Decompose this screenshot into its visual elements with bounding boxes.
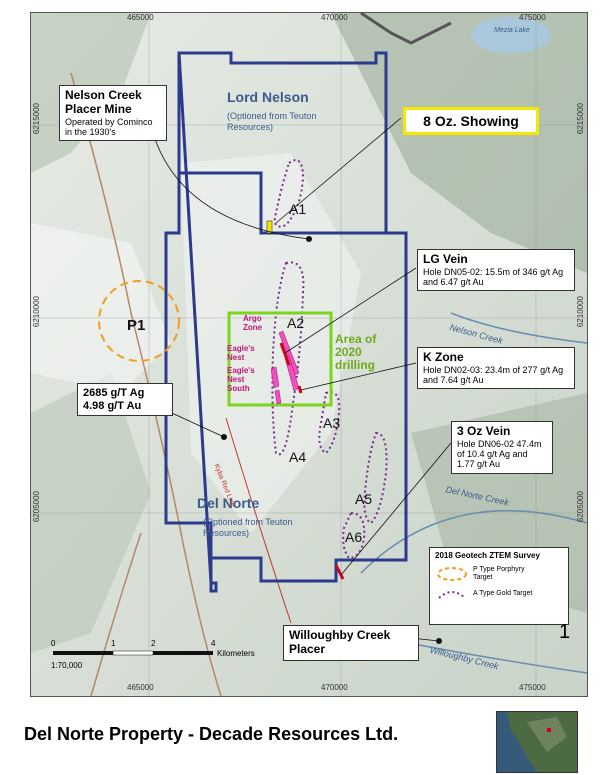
a6-outline <box>342 511 366 560</box>
target-a2: A2 <box>287 315 305 331</box>
eagles-nest-south-label: Eagle's Nest South <box>227 366 255 393</box>
scale-tick: 4 <box>211 639 216 648</box>
eagles-nest-label: Eagle's Nest <box>227 344 255 362</box>
x-tick: 475000 <box>519 13 546 22</box>
inset-map <box>497 712 577 772</box>
target-a1: A1 <box>289 201 307 217</box>
scale-ratio: 1:70,000 <box>51 661 83 670</box>
grab-ag: 2685 g/T Ag <box>83 387 145 399</box>
lake-label: Mezia Lake <box>494 27 530 34</box>
k-zone-callout: K Zone Hole DN02-03: 23.4m of 277 g/t Ag… <box>417 347 575 390</box>
gold-target-legend-icon <box>438 591 466 600</box>
scale-tick: 2 <box>151 639 156 648</box>
three-oz-callout: 3 Oz Vein Hole DN06-02 47.4m of 10.4 g/t… <box>451 421 553 474</box>
glacier <box>31 223 171 393</box>
callout-title: 3 Oz Vein <box>457 424 511 438</box>
x-tick: 465000 <box>127 683 154 692</box>
del-norte-creek-line <box>360 509 587 574</box>
target-a6: A6 <box>345 529 363 545</box>
del-norte-note: (Optioned from Teuton Resources) <box>203 517 293 538</box>
scale-tick: 1 <box>111 639 116 648</box>
a-targets <box>271 159 388 560</box>
location-marker <box>547 728 551 732</box>
p1-target <box>98 280 180 362</box>
callout-title: LG Vein <box>423 252 468 266</box>
scale-bar <box>53 650 213 656</box>
callout-title: K Zone <box>423 350 464 364</box>
terrain-ridge <box>331 13 587 273</box>
legend-row: A Type Gold Target <box>435 586 563 602</box>
lake <box>471 17 551 53</box>
nelson-creek-point <box>306 236 312 242</box>
callout-text: Hole DN02-03: 23.4m of 277 g/t Ag and 7.… <box>423 364 564 386</box>
target-a5: A5 <box>355 491 373 507</box>
callout-title: Nelson Creek Placer Mine <box>65 88 142 116</box>
lg-vein-callout: LG Vein Hole DN05-02: 15.5m of 346 g/t A… <box>417 249 575 292</box>
callout-text: Hole DN05-02: 15.5m of 346 g/t Ag and 6.… <box>423 266 564 288</box>
lord-nelson-note: (Optioned from Teuton Resources) <box>227 111 317 132</box>
k-zone-mark <box>297 385 303 394</box>
map-number: 1 <box>559 621 571 643</box>
porphyry-legend-icon <box>437 567 467 582</box>
legend: 2018 Geotech ZTEM Survey P Type Porphyry… <box>429 547 569 625</box>
lord-nelson-label: Lord Nelson <box>227 89 309 105</box>
nelson-creek-callout: Nelson Creek Placer Mine Operated by Com… <box>59 85 167 142</box>
argo-zone-label: Argo Zone <box>243 314 263 332</box>
three-oz-vein-mark <box>334 564 345 580</box>
y-tick: 6215000 <box>576 103 585 135</box>
road-line <box>90 532 142 696</box>
callout-text: Operated by Cominco in the 1930's <box>65 116 153 137</box>
claim-boundary <box>177 51 408 593</box>
claim-divider <box>179 171 386 235</box>
scale-tick: 0 <box>51 639 56 648</box>
x-tick: 465000 <box>127 13 154 22</box>
callout-text: Hole DN06-02 47.4m of 10.4 g/t Ag and 1.… <box>457 438 542 470</box>
x-tick: 475000 <box>519 683 546 692</box>
grab-sample-point <box>221 434 227 440</box>
y-tick: 6210000 <box>32 296 41 328</box>
del-norte-label: Del Norte <box>197 495 260 511</box>
legend-a-type: A Type Gold Target <box>473 590 533 598</box>
drill-area-box <box>227 311 333 407</box>
legend-title: 2018 Geotech ZTEM Survey <box>435 551 540 560</box>
y-tick: 6210000 <box>576 296 585 328</box>
grab-sample-callout: 2685 g/T Ag 4.98 g/T Au <box>77 383 173 417</box>
map-frame: 465000 470000 475000 465000 470000 47500… <box>30 12 588 697</box>
claim-boundary <box>164 53 213 558</box>
road <box>360 13 452 45</box>
kyba-red-line <box>225 417 292 624</box>
x-tick: 470000 <box>321 683 348 692</box>
drill-area-label: Area of 2020 drilling <box>335 332 377 373</box>
page-title: Del Norte Property - Decade Resources Lt… <box>24 724 399 744</box>
lg-vein-mark <box>279 342 291 366</box>
locator-inset <box>496 711 578 773</box>
y-tick: 6205000 <box>32 491 41 523</box>
legend-row: P Type Porphyry Target <box>435 566 563 582</box>
willoughby-callout: Willoughby Creek Placer <box>283 625 419 661</box>
nelson-creek-line <box>450 312 587 344</box>
y-tick: 6205000 <box>576 491 585 523</box>
eagles-nest-south-shape <box>274 389 282 405</box>
a2-outline <box>271 261 305 456</box>
willoughby-point <box>436 638 442 644</box>
target-a3: A3 <box>323 415 341 431</box>
eagles-nest-shape <box>270 366 280 389</box>
target-a4: A4 <box>289 449 307 465</box>
grab-au: 4.98 g/T Au <box>83 399 142 412</box>
scale-unit: Kilometers <box>217 649 255 658</box>
eight-oz-marker <box>266 220 273 234</box>
y-tick: 6215000 <box>32 103 41 135</box>
eight-oz-callout: 8 Oz. Showing <box>403 107 539 136</box>
legend-p-type: P Type Porphyry Target <box>473 566 525 582</box>
target-p1: P1 <box>127 317 146 334</box>
x-tick: 470000 <box>321 13 348 22</box>
a5-outline <box>363 431 388 525</box>
